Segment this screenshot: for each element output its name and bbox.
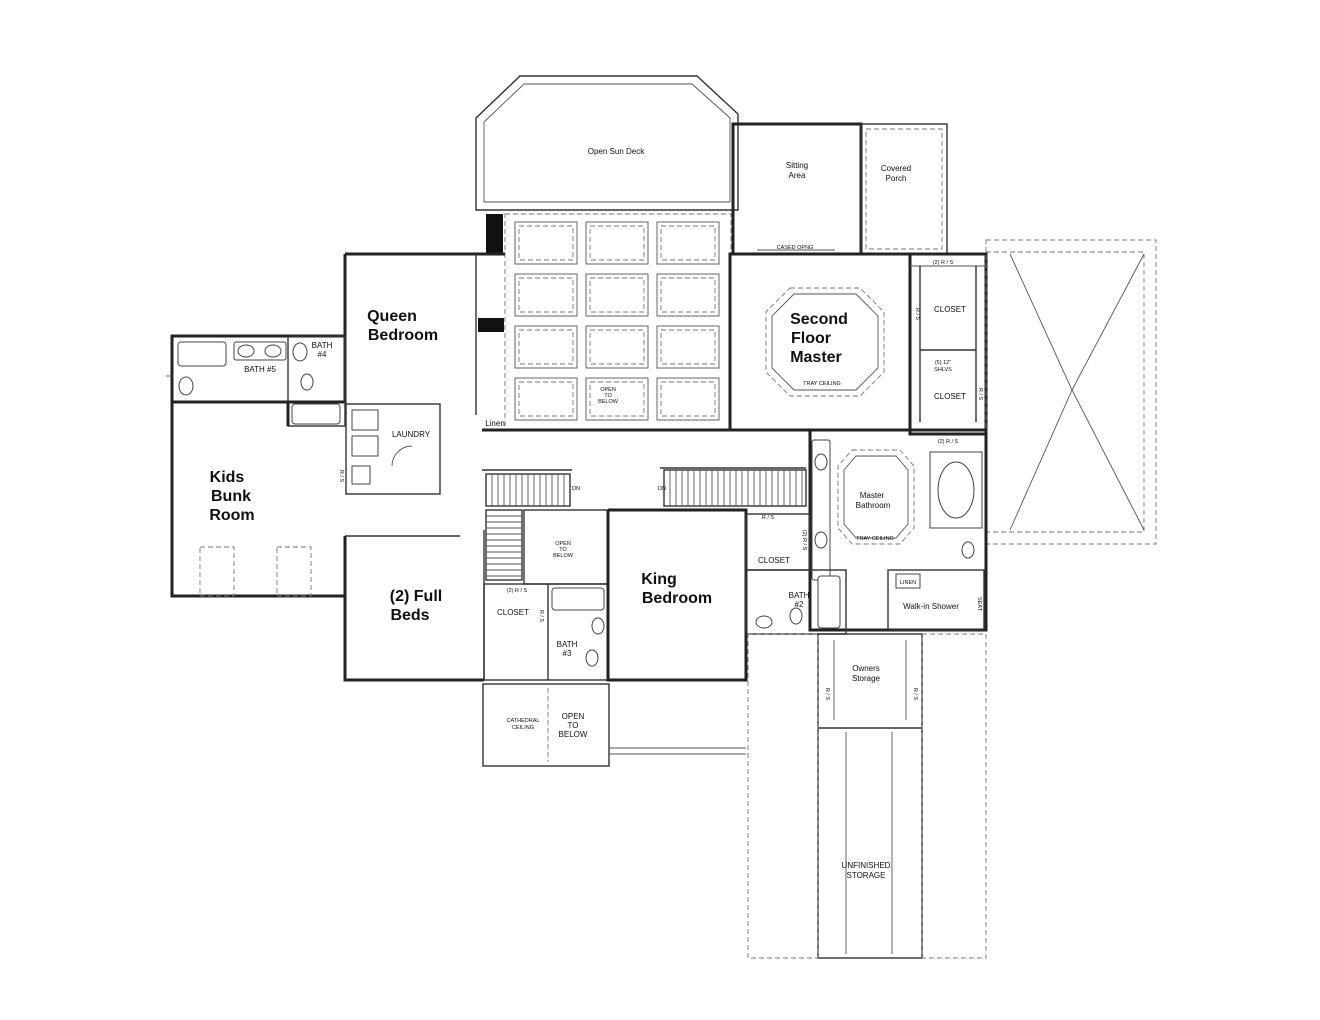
queen-bedroom-label-2: Bedroom bbox=[368, 327, 438, 344]
storage-block bbox=[747, 633, 987, 959]
bath5-label: BATH #5 bbox=[244, 365, 276, 374]
stair-dn-label: DN bbox=[658, 486, 666, 492]
master-bathroom-label-1: Master bbox=[860, 491, 885, 500]
sitting-area-label-2: Area bbox=[789, 171, 806, 180]
bath3-block bbox=[483, 583, 609, 681]
bath-block bbox=[170, 334, 347, 427]
second-floor-master-label-1: Second bbox=[790, 311, 848, 328]
bath2-label-1: BATH bbox=[789, 591, 810, 600]
queen-bedroom-label-1: Queen bbox=[367, 308, 417, 325]
bath2-block bbox=[745, 513, 847, 635]
sun-deck-outline bbox=[475, 75, 739, 211]
master-closets bbox=[908, 252, 988, 436]
rs-annotation: R / S bbox=[912, 688, 918, 701]
bath2-label-2: #2 bbox=[795, 600, 804, 609]
full-beds-label-2: Beds bbox=[390, 607, 429, 624]
cased-opng-label: CASED OPNG bbox=[777, 245, 814, 251]
bath3-label-1: BATH bbox=[557, 640, 578, 649]
open-to-below-lower-2: TO bbox=[568, 721, 579, 730]
second-floor-master-label-3: Master bbox=[790, 349, 842, 366]
bath4-label-2: #4 bbox=[318, 350, 327, 359]
open-to-below-stair-1: OPEN bbox=[555, 541, 571, 547]
open-to-below-center-2: TO bbox=[604, 393, 612, 399]
walk-in-shower-label: Walk-in Shower bbox=[903, 602, 959, 611]
stair-runs bbox=[485, 469, 807, 581]
bath3-label-2: #3 bbox=[563, 649, 572, 658]
unfinished-storage-label-1: UNFINISHED bbox=[842, 861, 891, 870]
second-floor-master-label-2: Floor bbox=[791, 330, 831, 347]
rs-annotation: R / S bbox=[824, 688, 830, 701]
owners-storage-label-1: Owners bbox=[852, 664, 880, 673]
laundry-walls bbox=[345, 403, 441, 495]
rs-annotation: R / S bbox=[977, 388, 983, 401]
linen-master-label: LINEN bbox=[900, 580, 916, 586]
king-bedroom-label-1: King bbox=[641, 571, 677, 588]
shelves-label-2: SHLVS bbox=[934, 367, 952, 373]
shelves-label-1: (5) 12" bbox=[935, 360, 951, 366]
cathedral-ceiling-label-2: CEILING bbox=[512, 725, 534, 731]
closet-bath3-label: CLOSET bbox=[497, 608, 529, 617]
open-to-below-stair-3: BELOW bbox=[553, 553, 574, 559]
sitting-porch-block bbox=[731, 122, 948, 256]
owners-storage-label-2: Storage bbox=[852, 674, 881, 683]
rs-annotation: R / S bbox=[762, 515, 775, 521]
closet-king-label: CLOSET bbox=[758, 556, 790, 565]
bath4-label-1: BATH bbox=[312, 341, 333, 350]
linen-label: Linen bbox=[485, 419, 505, 428]
tray-ceiling-label: TRAY CEILING bbox=[803, 381, 841, 387]
kids-bunk-room-label-2: Bunk bbox=[211, 488, 251, 505]
seat-label: SEAT bbox=[976, 597, 982, 612]
covered-porch-label-1: Covered bbox=[881, 164, 911, 173]
master-tray-ceiling-label: TRAY CEILING bbox=[856, 536, 894, 542]
chimney-block-lower bbox=[478, 318, 504, 332]
kids-bunk-room-label-3: Room bbox=[209, 507, 254, 524]
rs-annotation: R / S bbox=[914, 308, 920, 321]
sitting-area-label-1: Sitting bbox=[786, 161, 808, 170]
master-bathroom-label-2: Bathroom bbox=[856, 501, 891, 510]
closet-upper-label: CLOSET bbox=[934, 305, 966, 314]
hall-walls bbox=[482, 428, 810, 471]
open-to-below-stair-2: TO bbox=[559, 547, 567, 553]
open-to-below-lower-1: OPEN bbox=[562, 712, 585, 721]
cathedral-ceiling-label-1: CATHEDRAL bbox=[507, 718, 540, 724]
roof-outline-right bbox=[985, 239, 1157, 545]
chimney-block-upper bbox=[486, 214, 503, 254]
rs-annotation: (2) R / S bbox=[801, 530, 807, 551]
closet-lower-label: CLOSET bbox=[934, 392, 966, 401]
open-to-below-lower-3: BELOW bbox=[559, 730, 588, 739]
laundry-label: LAUNDRY bbox=[392, 430, 431, 439]
cathedral-open-block bbox=[482, 683, 746, 767]
rs-annotation: R / S bbox=[338, 470, 344, 483]
king-bedroom-label-2: Bedroom bbox=[642, 590, 712, 607]
stair-dn-label: DN bbox=[572, 486, 580, 492]
open-sun-deck-label: Open Sun Deck bbox=[588, 147, 645, 156]
open-to-below-center-1: OPEN bbox=[600, 387, 616, 393]
rs-annotation: (2) R / S bbox=[507, 588, 528, 594]
open-to-below-coffered-grid bbox=[504, 213, 732, 431]
open-to-below-center-3: BELOW bbox=[598, 399, 619, 405]
covered-porch-label-2: Porch bbox=[886, 174, 907, 183]
rs-annotation: (2) R / S bbox=[933, 260, 954, 266]
kids-bunk-room-label-1: Kids bbox=[210, 469, 245, 486]
full-beds-label-1: (2) Full bbox=[390, 588, 442, 605]
rs-annotation: (2) R / S bbox=[938, 439, 959, 445]
king-bedroom-walls bbox=[606, 508, 748, 682]
unfinished-storage-label-2: STORAGE bbox=[847, 871, 886, 880]
full-beds-room-walls bbox=[343, 530, 485, 682]
rs-annotation: R / S bbox=[538, 610, 544, 623]
master-bathroom-walls bbox=[808, 428, 988, 632]
